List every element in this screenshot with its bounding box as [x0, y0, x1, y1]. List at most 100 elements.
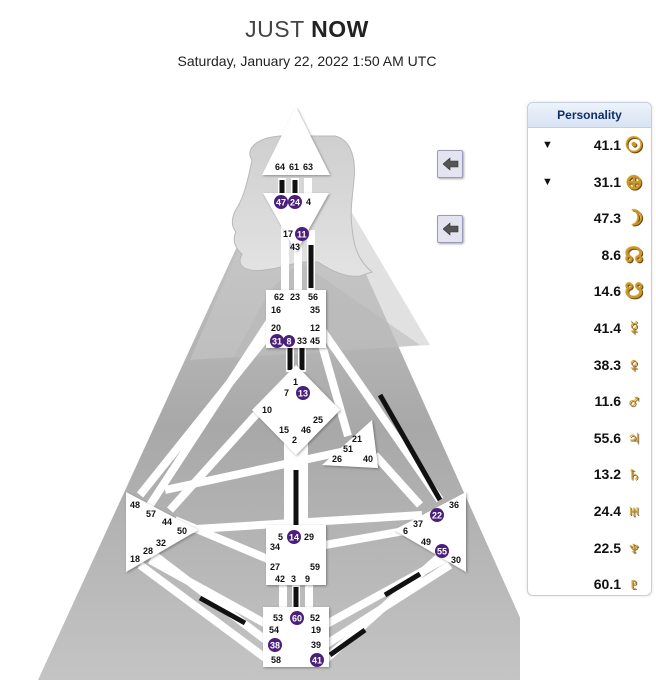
jupiter-icon: ♃	[626, 426, 642, 450]
gate-label: 32	[156, 538, 166, 548]
planet-row[interactable]: 8.6☊	[528, 238, 651, 275]
gate-label: 5	[278, 532, 283, 542]
activated-gate-marker	[283, 335, 295, 347]
planet-gate-value: 11.6	[594, 393, 621, 410]
activated-gate-marker	[268, 638, 282, 652]
gate-label: 53	[273, 613, 283, 623]
gate-label: 60	[292, 614, 302, 624]
activated-gate-marker	[296, 386, 310, 400]
gate-label: 10	[262, 405, 272, 415]
gate-label: 35	[310, 305, 320, 315]
gate-label: 19	[311, 625, 321, 635]
planet-gate-value: 24.4	[593, 502, 621, 519]
planet-gate-value: 47.3	[593, 210, 621, 227]
defined-channels	[198, 180, 443, 658]
planet-gate-value: 22.5	[593, 539, 621, 556]
north-node-icon: ☊	[624, 243, 644, 267]
planet-row[interactable]: ▼ 31.1⊕	[528, 165, 651, 202]
gate-label: 63	[303, 162, 313, 172]
planet-row[interactable]: 47.3☽	[528, 201, 651, 238]
gate-label: 37	[413, 519, 423, 529]
moon-icon: ☽	[624, 207, 644, 231]
planet-gate-value: 13.2	[593, 466, 621, 483]
gate-label: 29	[304, 532, 314, 542]
gate-label: 45	[310, 336, 320, 346]
planet-gate-value: 60.1	[593, 576, 621, 593]
planet-row[interactable]: 41.4 ☿	[528, 311, 651, 348]
planet-list: ▼41.1☉▼31.1⊕47.3☽8.6☊14.6☋41.4☿38.3♀11.6…	[528, 128, 651, 596]
gate-label: 15	[279, 425, 289, 435]
activated-gate-marker	[310, 653, 324, 667]
gate-label: 3	[291, 574, 296, 584]
gate-label: 61	[289, 162, 299, 172]
chart-datetime: Saturday, January 22, 2022 1:50 AM UTC	[177, 53, 437, 69]
bodygraph: 64 61 63 47 24 4 17 11 43 62 23 56 16 35…	[38, 107, 520, 680]
planet-row[interactable]: 38.3 ♀	[528, 348, 651, 385]
planet-row[interactable]: 22.5 ♆	[528, 531, 651, 568]
venus-icon: ♀	[626, 353, 642, 377]
gate-label: 9	[305, 574, 310, 584]
gate-label: 22	[432, 511, 442, 521]
gate-label: 25	[313, 415, 323, 425]
gate-label: 40	[363, 454, 373, 464]
planet-gate-value: 31.1	[593, 173, 621, 190]
gate-label: 7	[284, 388, 289, 398]
gate-label: 62	[274, 292, 284, 302]
planet-row[interactable]: 14.6☋	[528, 274, 651, 311]
gate-label: 46	[301, 425, 311, 435]
mercury-icon: ☿	[626, 316, 642, 340]
planet-row[interactable]: 24.4 ♅	[528, 494, 651, 531]
gate-label: 52	[310, 613, 320, 623]
gate-label: 21	[352, 434, 362, 444]
planet-gate-value: 38.3	[593, 356, 621, 373]
south-node-icon: ☋	[624, 280, 644, 304]
activated-gate-marker	[287, 530, 301, 544]
planet-gate-value: 41.4	[593, 319, 621, 336]
gate-label: 13	[298, 389, 308, 399]
gate-label: 20	[271, 323, 281, 333]
planet-row[interactable]: ▼41.1☉	[528, 128, 651, 165]
gate-label: 54	[269, 625, 279, 635]
earth-icon: ⊕	[625, 170, 643, 194]
collapse-panel-button-top[interactable]	[437, 150, 463, 178]
gate-label: 34	[270, 542, 280, 552]
collapse-panel-button-bottom[interactable]	[437, 215, 463, 243]
planet-gate-value: 14.6	[593, 283, 621, 300]
uranus-icon: ♅	[626, 499, 642, 523]
gate-label: 47	[276, 198, 286, 208]
gate-label: 57	[146, 509, 156, 519]
gate-label: 36	[449, 500, 459, 510]
gate-label: 8	[287, 337, 292, 347]
arrow-left-icon	[443, 157, 459, 171]
gate-label: 59	[310, 562, 320, 572]
neptune-icon: ♆	[626, 536, 642, 560]
activated-gate-marker	[435, 544, 449, 558]
gate-label: 43	[290, 242, 300, 252]
gate-label: 16	[271, 305, 281, 315]
gate-label: 49	[421, 537, 431, 547]
gate-label: 64	[275, 162, 285, 172]
expand-triangle-icon[interactable]: ▼	[542, 175, 553, 188]
gate-label: 50	[177, 526, 187, 536]
gate-label: 56	[308, 292, 318, 302]
activated-gate-marker	[430, 508, 444, 522]
planet-row[interactable]: 55.6♃	[528, 421, 651, 458]
expand-triangle-icon[interactable]: ▼	[542, 139, 553, 151]
ego-center	[322, 420, 378, 468]
gate-label: 30	[451, 555, 461, 565]
pluto-icon: ♇	[626, 573, 642, 596]
personality-header: Personality	[528, 103, 651, 128]
gate-labels: 64 61 63 47 24 4 17 11 43 62 23 56 16 35…	[130, 162, 461, 667]
gate-label: 4	[306, 197, 311, 207]
planet-row[interactable]: 11.6♂	[528, 384, 651, 421]
planet-row[interactable]: 60.1 ♇	[528, 567, 651, 596]
gate-label: 42	[275, 574, 285, 584]
title-bold: NOW	[311, 16, 369, 42]
gate-label: 31	[272, 337, 282, 347]
activated-gate-marker	[288, 195, 302, 209]
title-light: JUST	[245, 16, 312, 42]
gate-label: 11	[297, 230, 307, 240]
sun-icon: ☉	[624, 134, 644, 157]
personality-panel: Personality ▼41.1☉▼31.1⊕47.3☽8.6☊14.6☋41…	[527, 102, 652, 596]
planet-row[interactable]: 13.2♄	[528, 457, 651, 494]
